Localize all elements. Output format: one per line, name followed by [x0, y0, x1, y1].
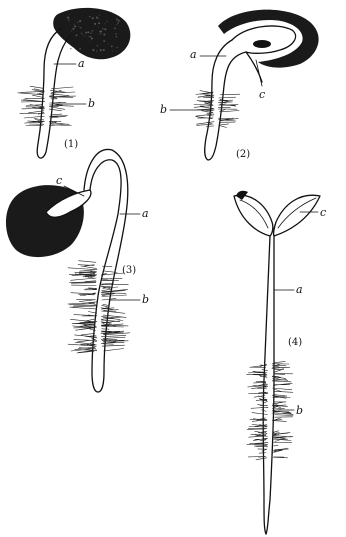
seed-texture-fleck [116, 19, 118, 21]
embryo-bud-2 [253, 40, 271, 48]
stem-4-right [266, 236, 274, 534]
figure-number-3: (3) [122, 265, 136, 276]
seed-texture-fleck [92, 49, 94, 51]
seed-texture-fleck [74, 25, 76, 27]
seed-texture-fleck [104, 28, 106, 30]
seed-texture-fleck [92, 17, 94, 19]
figure-number-1: (1) [64, 139, 78, 150]
root-hairs-2 [194, 91, 240, 128]
seed-texture-fleck [117, 22, 119, 24]
label-3b: b [142, 293, 149, 306]
figure-number-4: (4) [288, 337, 302, 348]
label-2a: a [190, 48, 197, 61]
root-hairs-4 [247, 361, 294, 459]
seed-texture-fleck [114, 28, 116, 30]
seed-texture-fleck [111, 45, 113, 47]
label-1a: a [78, 57, 85, 70]
seed-texture-fleck [102, 28, 104, 30]
label-3a: a [142, 207, 149, 220]
seed-texture-fleck [89, 41, 90, 42]
seed-texture-fleck [91, 37, 93, 39]
seed-texture-fleck [87, 31, 89, 33]
leaf-right-4 [274, 195, 320, 236]
label-4a: a [296, 283, 303, 296]
seed-texture-fleck [115, 33, 117, 35]
seed-texture-fleck [116, 47, 117, 48]
seed-texture-fleck [72, 28, 74, 30]
seed-texture-fleck [96, 16, 98, 18]
seed-texture-fleck [78, 26, 79, 27]
figure-3: c a b (3) [6, 149, 149, 392]
figure-2: a c b (2) [160, 10, 319, 160]
label-3c: c [56, 174, 62, 187]
seed-texture-fleck [103, 49, 105, 51]
seed-texture-fleck [98, 22, 100, 24]
seed-texture-fleck [71, 30, 72, 31]
seed-texture-fleck [116, 24, 117, 25]
seed-texture-fleck [80, 27, 81, 28]
seed-texture-fleck [90, 36, 92, 38]
seed-texture-fleck [112, 50, 113, 51]
seed-texture-fleck [81, 33, 82, 34]
label-1b: b [88, 97, 95, 110]
label-4b: b [296, 404, 303, 417]
seed-texture-fleck [89, 16, 90, 17]
seed-coat-1 [53, 8, 130, 59]
seed-texture-fleck [98, 18, 99, 19]
leaf-left-vein-4 [240, 200, 268, 228]
figure-4: c a b (4) [234, 191, 326, 534]
seed-texture-fleck [103, 34, 105, 36]
seed-texture-fleck [77, 22, 78, 23]
seed-texture-fleck [100, 49, 102, 51]
stem-2 [205, 40, 246, 160]
seed-texture-fleck [94, 23, 96, 25]
seed-texture-fleck [76, 34, 78, 36]
seed-texture-fleck [116, 36, 117, 37]
seed-texture-fleck [79, 48, 81, 50]
seed-texture-fleck [70, 48, 71, 49]
seed-texture-fleck [118, 20, 120, 22]
seed-texture-fleck [107, 21, 108, 22]
seed-texture-fleck [100, 33, 101, 34]
figure-1: a b (1) [18, 8, 131, 158]
seed-texture-fleck [96, 51, 97, 52]
seed-texture-fleck [100, 31, 102, 33]
seed-texture-fleck [96, 18, 97, 19]
root-hairs-3 [68, 261, 130, 353]
stem-4 [263, 236, 270, 534]
seed-texture-fleck [67, 17, 69, 19]
seed-texture-fleck [97, 45, 98, 46]
seed-texture-fleck [79, 20, 81, 22]
seed-texture-fleck [103, 40, 105, 42]
seed-texture-fleck [90, 33, 91, 34]
label-2b: b [160, 103, 167, 116]
seed-texture-fleck [74, 24, 75, 25]
seed-texture-fleck [85, 32, 87, 34]
seed-texture-fleck [68, 19, 70, 21]
stem-2-inner [246, 52, 262, 82]
seed-texture-fleck [108, 44, 109, 45]
leaf-right-vein-4 [278, 198, 316, 228]
leaf-left-4 [234, 195, 273, 236]
cotyledon-2 [232, 26, 296, 53]
seed-texture-fleck [83, 35, 84, 36]
seed-texture-fleck [99, 15, 100, 16]
root-hairs-1 [18, 86, 76, 125]
seed-texture-fleck [84, 36, 85, 37]
label-2c: c [259, 88, 265, 101]
seed-texture-fleck [89, 36, 90, 37]
figure-number-2: (2) [236, 149, 250, 160]
label-4c: c [320, 206, 326, 219]
seed-texture-fleck [104, 23, 105, 24]
seed-texture-fleck [92, 30, 94, 32]
seed-texture-fleck [98, 26, 99, 27]
